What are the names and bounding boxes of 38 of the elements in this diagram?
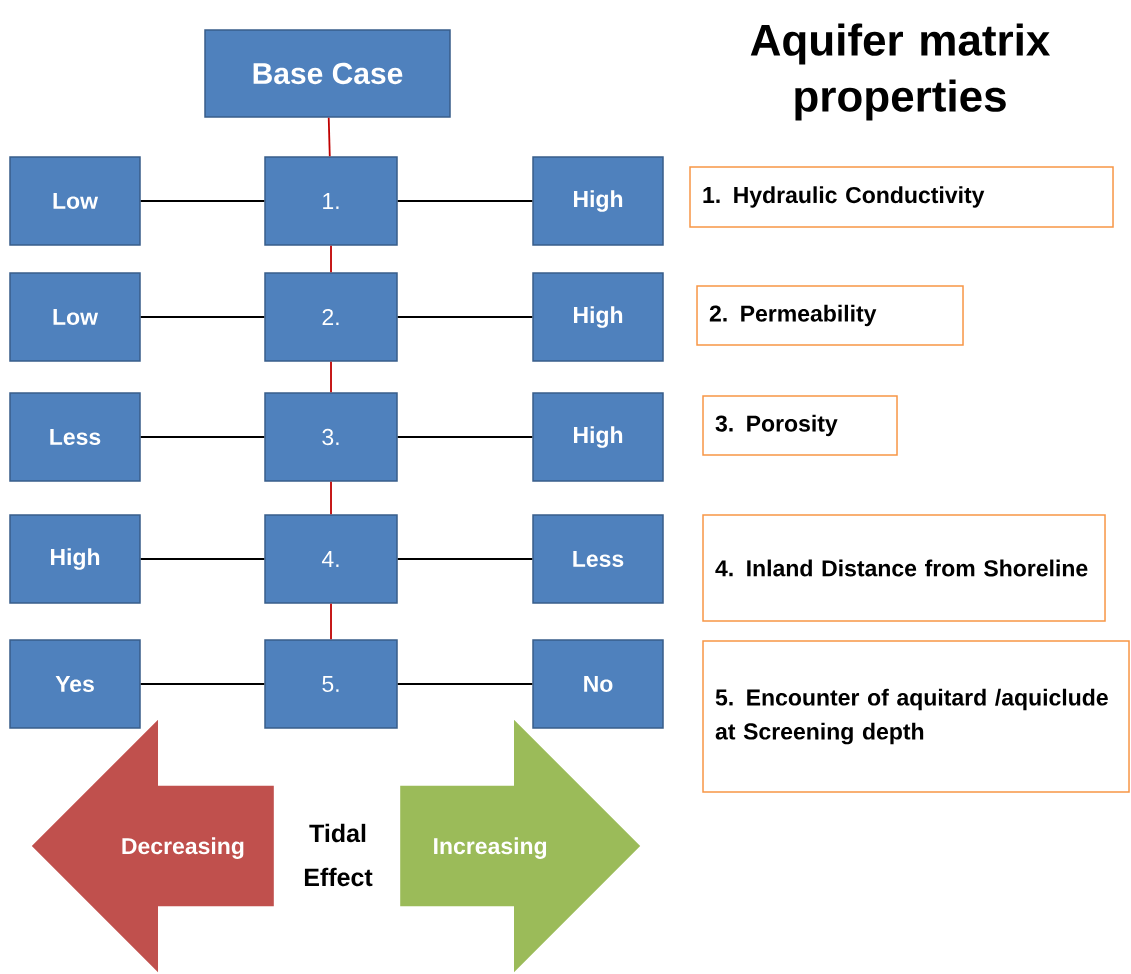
connector-line (139, 436, 266, 438)
connector-line (139, 683, 266, 685)
number-box: 2. (264, 272, 398, 362)
connector-line (396, 200, 534, 202)
number-box: 1. (264, 156, 398, 246)
connector-line (396, 683, 534, 685)
connector-line (396, 316, 534, 318)
option-box: High (532, 272, 664, 362)
option-box: Less (532, 514, 664, 604)
axis-label: Tidal Effect (304, 823, 373, 887)
connector-line (327, 116, 331, 158)
option-box: High (9, 514, 141, 604)
connector-line (396, 436, 534, 438)
connector-line (139, 200, 266, 202)
property-box: 2. Permeability (696, 285, 964, 346)
option-box: Low (9, 272, 141, 362)
option-box: No (532, 639, 664, 729)
option-box: High (532, 156, 664, 246)
connector-line (330, 244, 332, 274)
connector-line (330, 602, 332, 641)
number-box: 4. (264, 514, 398, 604)
option-box: Yes (9, 639, 141, 729)
connector-line (330, 480, 332, 516)
connector-line (396, 558, 534, 560)
property-box: 5. Encounter of aquitard /aquiclude at Screening depth (702, 640, 1130, 793)
number-box: 5. (264, 639, 398, 729)
option-box: High (532, 392, 664, 482)
title-box: Base Case (204, 29, 451, 118)
number-box: 3. (264, 392, 398, 482)
connector-line (330, 360, 332, 394)
option-box: Low (9, 156, 141, 246)
connector-line (139, 316, 266, 318)
option-box: Less (9, 392, 141, 482)
property-box: 4. Inland Distance from Shoreline (702, 514, 1106, 622)
heading: Aquifer matrix properties (750, 23, 1050, 121)
property-box: 1. Hydraulic Conductivity (689, 166, 1114, 228)
property-box: 3. Porosity (702, 395, 898, 456)
connector-line (139, 558, 266, 560)
